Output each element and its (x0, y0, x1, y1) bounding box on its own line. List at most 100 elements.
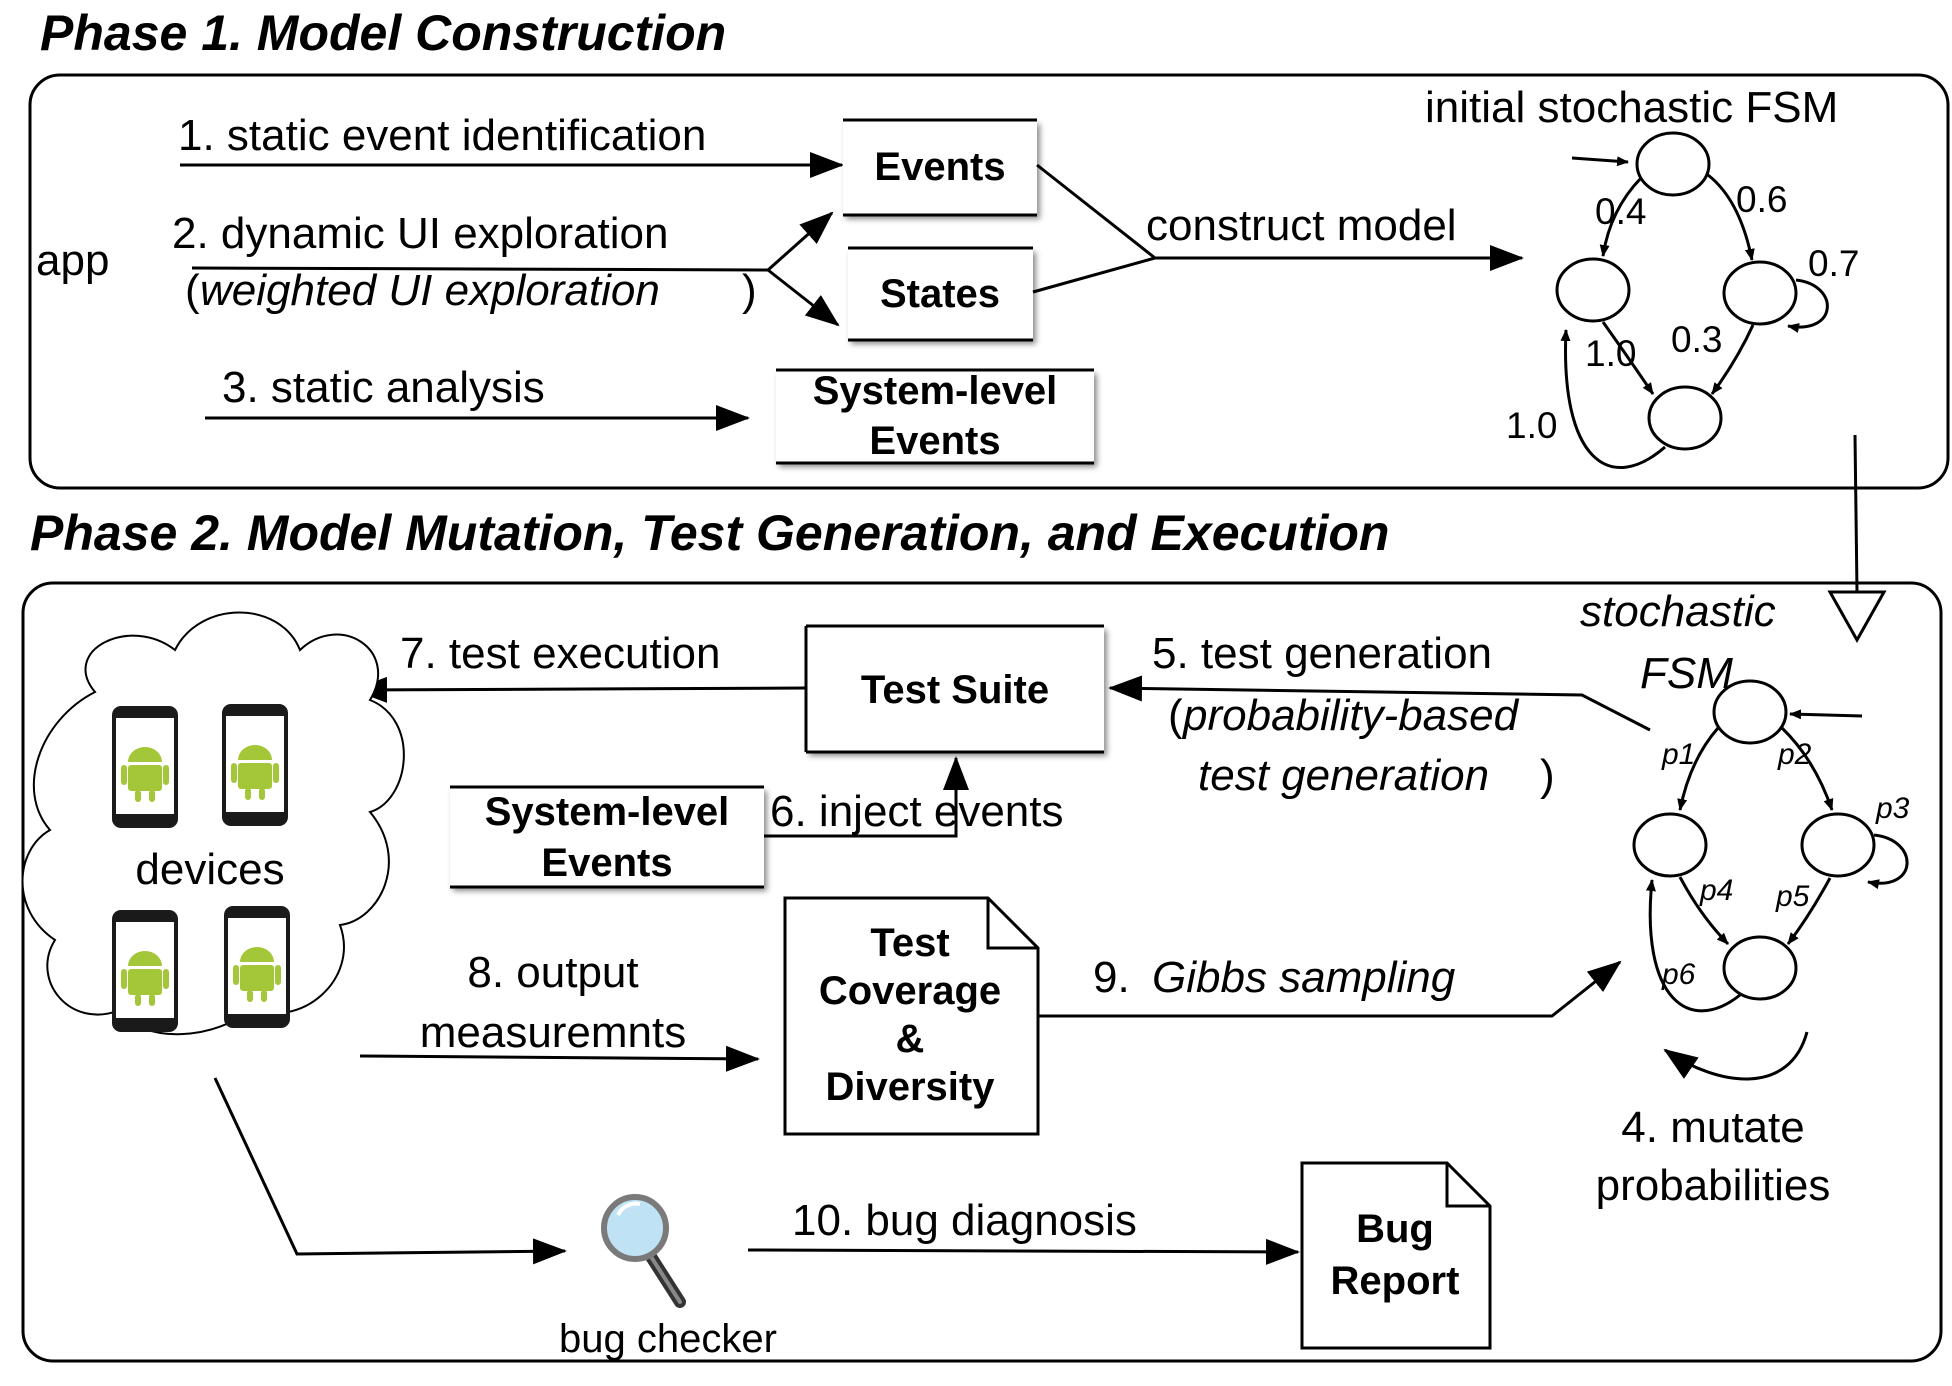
devices-label: devices (135, 845, 284, 894)
stochastic-fsm-title-line1: stochastic (1580, 587, 1776, 636)
step9-arrow (1038, 960, 1622, 1018)
fsm2-node-top (1712, 679, 1788, 745)
step10-arrow (747, 1238, 1300, 1265)
step5-line3: test generation (1198, 751, 1489, 800)
fsm1-edge-left-bottom (1601, 321, 1655, 395)
fsm1-edge-bottom-left (1560, 329, 1666, 470)
construct-from-events (1036, 163, 1156, 260)
initial-fsm-title: initial stochastic FSM (1425, 83, 1838, 132)
step5-line1: 5. test generation (1152, 629, 1492, 678)
fsm2-prob-0: p1 (1661, 738, 1695, 771)
step2-label-line1: 2. dynamic UI exploration (172, 209, 668, 258)
construct-from-states (1032, 256, 1156, 294)
coverage-line3: & (896, 1017, 925, 1061)
system-level-events-line1: System-level (813, 369, 1058, 413)
step8-arrow (359, 1045, 760, 1072)
fsm1-edge-self-loop (1787, 278, 1829, 333)
step6-arrow (764, 756, 969, 838)
fsm2-start-arrow (1789, 709, 1863, 720)
system-level-events-2-line1: System-level (485, 790, 730, 834)
bug-report-line1: Bug (1356, 1207, 1434, 1251)
phase-connector-arrowhead (1827, 590, 1887, 644)
fsm2-prob-3: p4 (1699, 874, 1733, 907)
coverage-line2: Coverage (819, 969, 1001, 1013)
step8-line1: 8. output (467, 948, 638, 997)
step2-line (191, 266, 769, 272)
fsm1-prob-4: 1.0 (1585, 333, 1636, 374)
step4-line1: 4. mutate (1621, 1103, 1804, 1152)
step3-label: 3. static analysis (222, 363, 545, 412)
fsm1-prob-3: 0.3 (1671, 319, 1722, 360)
android-phone-4 (224, 906, 290, 1028)
android-logo-icon (121, 951, 169, 1006)
fsm2-edge-self-loop (1867, 833, 1909, 890)
step7-arrow (353, 676, 807, 703)
fsm2-edge-top-left (1677, 727, 1720, 811)
magnifier-icon (601, 1194, 686, 1308)
bug-report-document: Bug Report (1300, 1161, 1492, 1350)
fsm1-prob-1: 0.6 (1736, 179, 1787, 220)
step10-label: 10. bug diagnosis (792, 1196, 1137, 1245)
step1-label: 1. static event identification (178, 111, 706, 160)
fsm1-prob-5: 1.0 (1506, 405, 1557, 446)
system-level-events-line2: Events (869, 419, 1000, 463)
android-phone-2 (222, 704, 288, 826)
step5-arrow (1108, 675, 1651, 732)
fsm1-node-top (1635, 131, 1711, 197)
fsm1-prob-2: 0.7 (1808, 243, 1859, 284)
android-logo-icon (121, 747, 169, 802)
fsm1-node-right (1722, 260, 1798, 326)
fsm2-edge-left-bottom (1678, 876, 1730, 946)
step5-paren-close: ) (1540, 751, 1555, 800)
phase2-title: Phase 2. Model Mutation, Test Generation… (30, 505, 1389, 561)
step2-paren-open: ( (185, 266, 200, 315)
android-logo-icon (231, 745, 279, 800)
fsm2-prob-2: p3 (1875, 792, 1910, 825)
step2-paren-close: ) (742, 266, 757, 315)
devices-to-bugchecker-arrow (213, 1077, 567, 1265)
fsm2-prob-4: p5 (1775, 880, 1810, 913)
construct-model-label: construct model (1146, 201, 1457, 250)
step8-line2: measuremnts (420, 1008, 687, 1057)
app-label: app (36, 236, 109, 285)
fsm2-edge-top-right (1780, 726, 1834, 811)
coverage-line1: Test (870, 921, 949, 965)
fsm2-prob-1: p2 (1777, 738, 1812, 771)
bug-checker-label: bug checker (559, 1317, 777, 1361)
step9-text: Gibbs sampling (1152, 953, 1456, 1002)
phase1-frame (28, 73, 1950, 490)
fsm2-node-bottom (1722, 935, 1798, 1001)
stochastic-fsm: p1 p2 p3 p4 p5 p6 (1632, 679, 1910, 1081)
android-logo-icon (233, 947, 281, 1002)
fsm2-prob-5: p6 (1661, 958, 1696, 991)
test-suite-label: Test Suite (861, 668, 1049, 712)
fsm1-edge-top-right (1707, 173, 1755, 261)
step2-arrow-states (767, 268, 840, 327)
fsm1-node-left (1555, 257, 1631, 323)
step2-arrow-events (767, 211, 834, 272)
states-box: States (848, 246, 1033, 342)
step5-paren-open: ( (1168, 691, 1183, 740)
stochastic-fsm-title-line2: FSM (1640, 649, 1733, 698)
phase1-title: Phase 1. Model Construction (40, 5, 726, 61)
devices-cloud (21, 611, 405, 1036)
fsm1-node-bottom (1647, 385, 1723, 451)
fsm1-prob-0: 0.4 (1595, 191, 1646, 232)
fsm1-start-arrow (1571, 156, 1629, 167)
system-level-events-box: System-level Events (776, 368, 1094, 465)
fsm2-node-left (1632, 812, 1708, 878)
phase-connector-line (1853, 434, 1859, 593)
system-level-events-box-2: System-level Events (450, 785, 764, 889)
phase2-frame (21, 581, 1943, 1363)
test-suite-box: Test Suite (804, 624, 1104, 754)
coverage-document: Test Coverage & Diversity (783, 896, 1040, 1136)
system-level-events-2-line2: Events (541, 841, 672, 885)
fsm1-edge-top-left (1599, 176, 1643, 257)
states-box-label: States (880, 272, 1000, 316)
fsm2-node-right (1800, 812, 1876, 878)
fsm2-edge-right-bottom (1786, 877, 1832, 945)
events-box-label: Events (874, 145, 1005, 189)
android-phone-3 (112, 910, 178, 1032)
mutate-cycle-arrow (1663, 1031, 1809, 1081)
